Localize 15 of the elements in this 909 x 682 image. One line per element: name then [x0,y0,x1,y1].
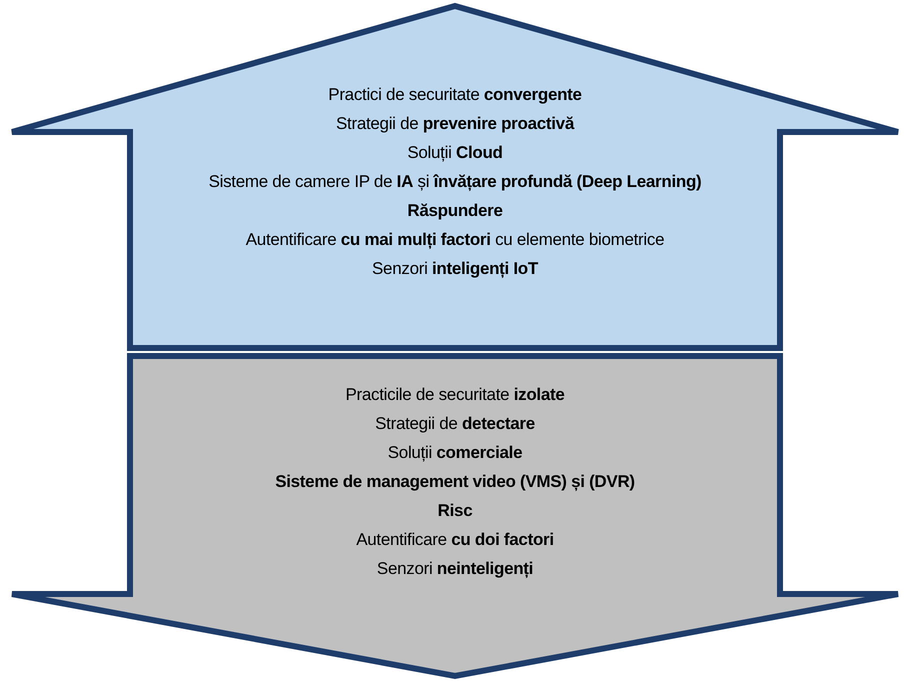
list-item: Soluții comerciale [388,442,522,464]
list-item: Sisteme de management video (VMS) și (DVR) [275,471,635,493]
list-item: Sisteme de camere IP de IA și învățare profundă (Deep Learning) [208,171,702,193]
list-item: Autentificare cu doi factori [356,529,554,551]
list-item: Senzori neinteligenți [376,558,534,580]
list-item: Practicile de securitate izolate [345,384,565,406]
list-item: Autentificare cu mai mulți factori cu elemente biometrice [246,229,664,251]
list-item: Practici de securitate convergente [328,84,582,106]
list-item: Strategii de prevenire proactivă [336,113,574,135]
up-arrow [8,2,902,352]
list-item: Risc [438,500,472,522]
list-item: Strategii de detectare [375,413,535,435]
list-item: Senzori inteligenți IoT [372,258,538,280]
list-item: Răspundere [407,200,503,222]
list-item: Soluții Cloud [407,142,503,164]
